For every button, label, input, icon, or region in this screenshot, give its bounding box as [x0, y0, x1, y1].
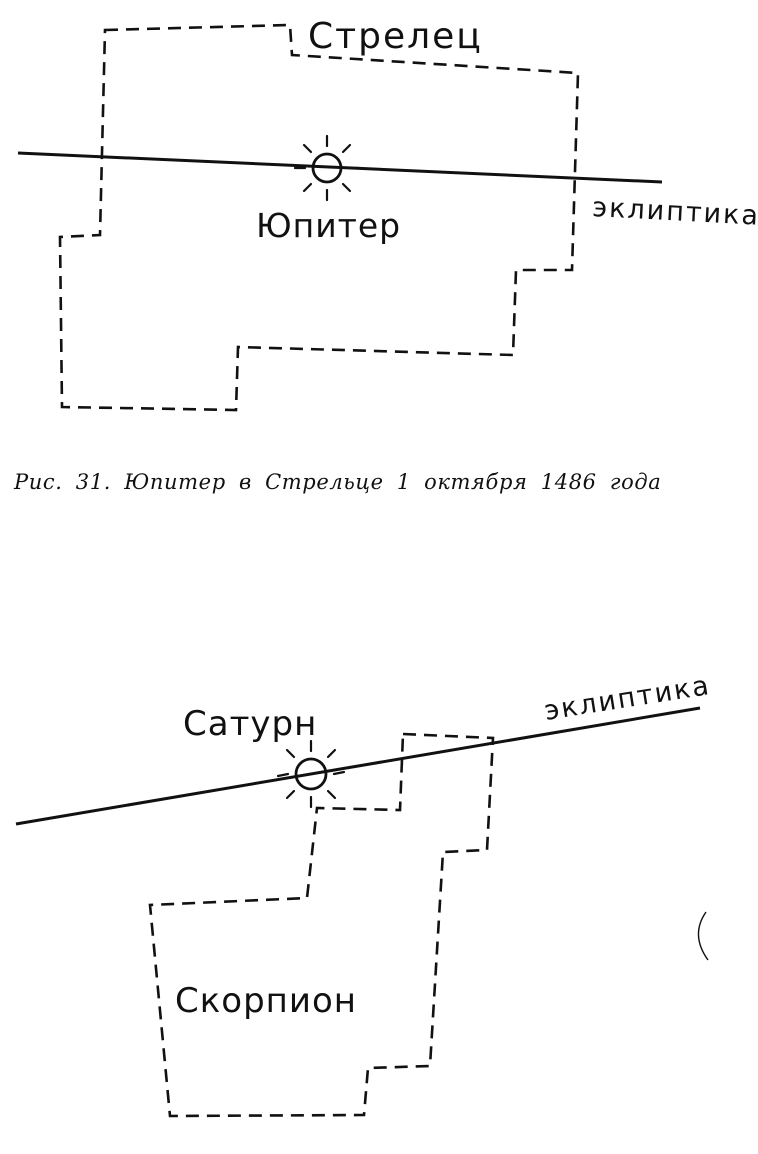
figure-caption: Рис. 31. Юпитер в Стрельце 1 октября 148…	[14, 470, 662, 494]
ecliptic-label: эклиптика	[542, 670, 713, 727]
figure-saturn-scorpio: Сатурн эклиптика Скорпион	[15, 670, 713, 1118]
constellation-boundary-scorpio	[148, 732, 495, 1118]
figure-jupiter-sagittarius: Стрелец Юпитер эклиптика	[17, 16, 758, 412]
planet-label-saturn: Сатурн	[183, 704, 317, 744]
ecliptic-line	[15, 706, 701, 826]
sun-symbol-icon	[293, 134, 361, 202]
constellation-boundary-sagittarius	[58, 23, 580, 412]
constellation-label-sagittarius: Стрелец	[308, 16, 483, 57]
sun-symbol-icon	[276, 739, 346, 809]
planet-label-jupiter: Юпитер	[256, 206, 401, 245]
constellation-label-scorpio: Скорпион	[175, 981, 357, 1021]
ecliptic-label: эклиптика	[592, 192, 758, 232]
stray-mark	[697, 911, 709, 961]
